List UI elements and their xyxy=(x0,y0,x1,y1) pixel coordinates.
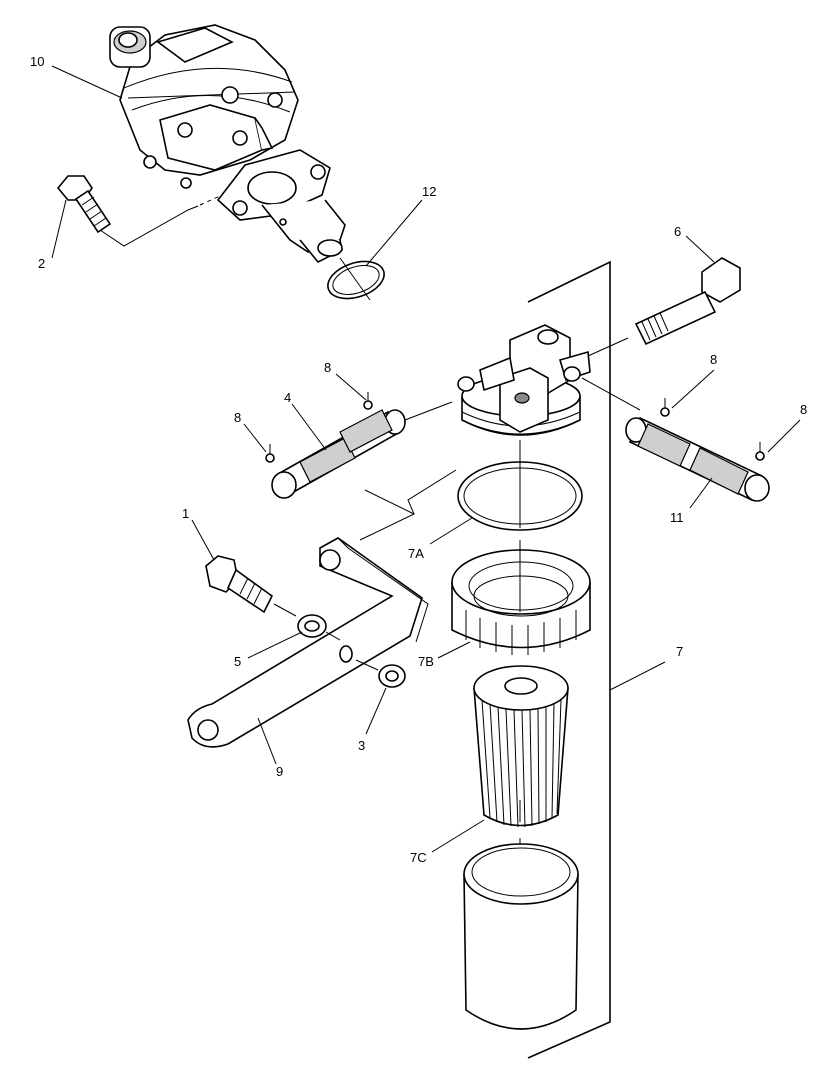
callout-11: 11 xyxy=(670,510,684,525)
callout-8-left: 8 xyxy=(234,410,241,425)
callout-8-top-left: 8 xyxy=(324,360,331,375)
hose-part-11 xyxy=(625,398,770,502)
filter-element-part-7c xyxy=(473,665,569,828)
callout-7c: 7C xyxy=(410,850,427,865)
callout-1: 1 xyxy=(182,506,189,521)
callout-8-top-right: 8 xyxy=(710,352,717,367)
callout-8-right: 8 xyxy=(800,402,807,417)
filter-base xyxy=(457,324,591,436)
callout-10: 10 xyxy=(30,54,44,69)
callout-7: 7 xyxy=(676,644,683,659)
filter-bowl xyxy=(463,843,579,1030)
callout-3: 3 xyxy=(358,738,365,753)
washer-part-5 xyxy=(297,614,327,638)
callout-9: 9 xyxy=(276,764,283,779)
washer-part-3 xyxy=(378,664,406,688)
callout-7a: 7A xyxy=(408,546,424,561)
fuel-pump-part-10 xyxy=(109,24,346,264)
bracket-part-9 xyxy=(187,537,429,748)
callout-2: 2 xyxy=(38,256,45,271)
hose-part-4 xyxy=(265,392,406,499)
bolt-part-2 xyxy=(56,175,112,234)
collar-nut-part-7b xyxy=(451,549,591,655)
callout-4: 4 xyxy=(284,390,291,405)
bolt-part-6 xyxy=(634,257,741,346)
leader-lines xyxy=(51,65,801,853)
bolt-part-1 xyxy=(205,555,274,614)
callout-12: 12 xyxy=(422,184,436,199)
callout-5: 5 xyxy=(234,654,241,669)
callout-7b: 7B xyxy=(418,654,434,669)
callout-labels: 10 2 12 6 8 4 8 8 8 11 1 7A 7 5 7B 3 9 7… xyxy=(30,54,807,865)
callout-6: 6 xyxy=(674,224,681,239)
